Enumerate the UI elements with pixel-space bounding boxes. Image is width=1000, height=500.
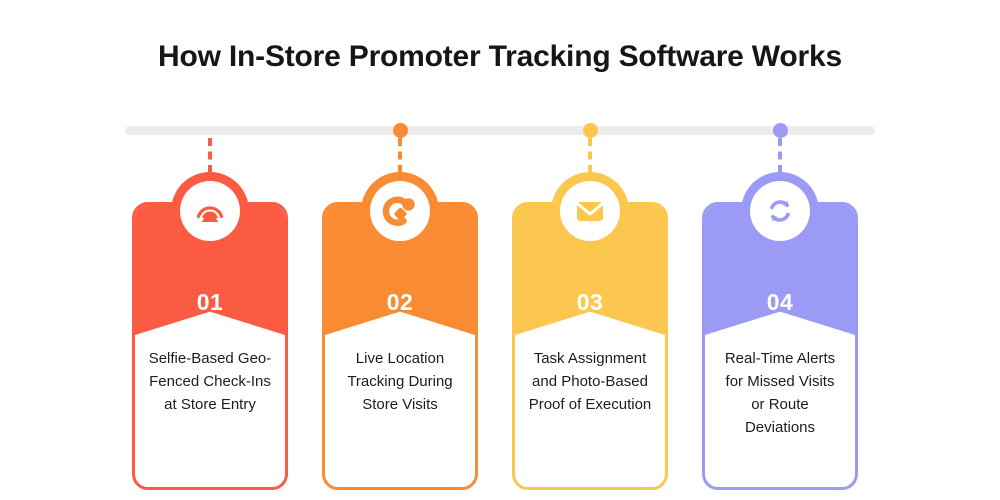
broadcast-signal-icon — [191, 192, 229, 230]
step-icon-badge-3 — [551, 172, 629, 250]
timeline-dot-1 — [203, 123, 218, 138]
magnet-tracking-icon — [381, 192, 419, 230]
timeline-dot-4 — [773, 123, 788, 138]
step-number-3: 03 — [576, 289, 604, 315]
step-icon-badge-4 — [741, 172, 819, 250]
step-text-1: Selfie-Based Geo-Fenced Check-Ins at Sto… — [148, 350, 272, 413]
step-text-4: Real-Time Alerts for Missed Visits or Ro… — [724, 350, 836, 436]
page-title: How In-Store Promoter Tracking Software … — [158, 40, 842, 73]
timeline-connector-1 — [208, 138, 212, 173]
step-card-frame-2: 02 Live Location Tracking During Store V… — [322, 202, 478, 490]
timeline-dot-3 — [583, 123, 598, 138]
step-number-1: 01 — [196, 289, 224, 315]
timeline-connector-3 — [588, 138, 592, 173]
timeline-connector-2 — [398, 138, 402, 173]
step-icon-badge-1 — [171, 172, 249, 250]
sync-refresh-icon — [761, 192, 799, 230]
step-number-2: 02 — [386, 289, 414, 315]
timeline-dot-2 — [393, 123, 408, 138]
envelope-icon — [572, 193, 608, 229]
step-card-frame-4: 04 Real-Time Alerts for Missed Visits or… — [702, 202, 858, 490]
step-number-4: 04 — [766, 289, 794, 315]
timeline-track — [125, 126, 875, 135]
step-icon-badge-2 — [361, 172, 439, 250]
step-text-3: Task Assignment and Photo-Based Proof of… — [528, 350, 652, 413]
timeline-connector-4 — [778, 138, 782, 173]
step-text-2: Live Location Tracking During Store Visi… — [347, 350, 453, 413]
